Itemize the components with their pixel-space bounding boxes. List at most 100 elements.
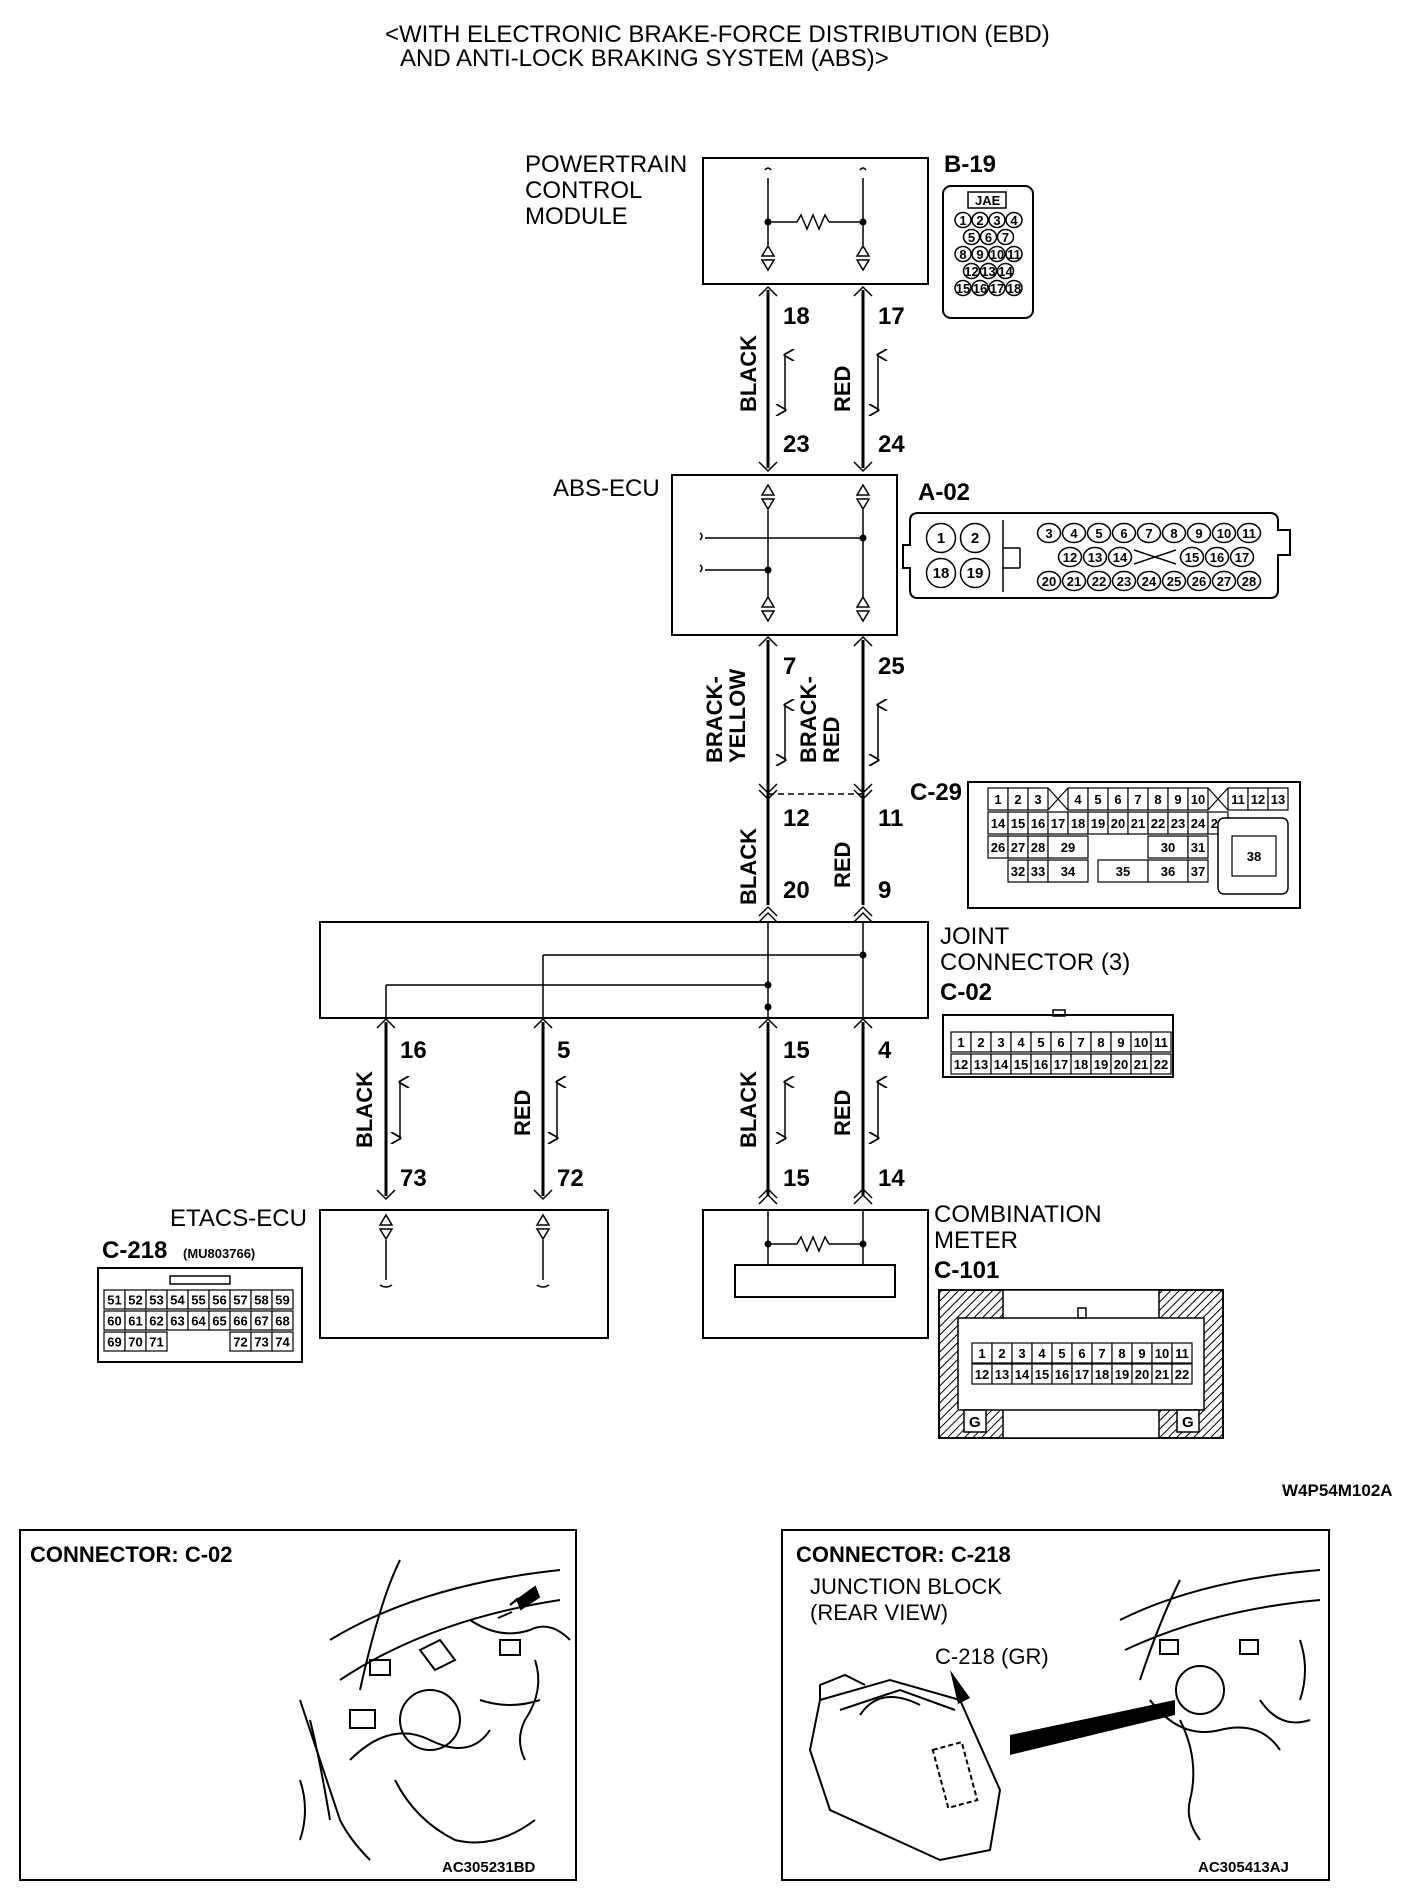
svg-text:67: 67 bbox=[254, 1314, 268, 1329]
b19-pin-5: 5 bbox=[962, 228, 981, 246]
dashboard-illustration-left bbox=[299, 1559, 571, 1861]
c218-pin-57: 57 bbox=[229, 1289, 252, 1310]
c29-pin-31: 31 bbox=[1187, 835, 1209, 859]
c02-pin-4: 4 bbox=[1010, 1031, 1032, 1053]
svg-text:24: 24 bbox=[1142, 574, 1157, 589]
svg-text:59: 59 bbox=[275, 1293, 289, 1308]
svg-text:17: 17 bbox=[1051, 816, 1065, 831]
a02-pin-17: 17 bbox=[1229, 546, 1255, 568]
svg-text:22: 22 bbox=[1092, 574, 1106, 589]
c101-pin-3: 3 bbox=[1011, 1342, 1033, 1364]
pin-pcm-17: 17 bbox=[878, 303, 905, 330]
junction-block-illustration bbox=[808, 1673, 1002, 1862]
panel-right-sub-2: (REAR VIEW) bbox=[810, 1600, 948, 1625]
b19-pin-13: 13 bbox=[979, 262, 998, 280]
meter-box bbox=[702, 1209, 929, 1339]
svg-text:13: 13 bbox=[974, 1057, 988, 1072]
pin-c29-12: 12 bbox=[783, 805, 810, 832]
pin-c29-20: 20 bbox=[783, 877, 810, 904]
svg-text:26: 26 bbox=[991, 840, 1005, 855]
svg-text:57: 57 bbox=[233, 1293, 247, 1308]
svg-text:69: 69 bbox=[107, 1335, 121, 1350]
svg-text:11: 11 bbox=[1175, 1346, 1189, 1361]
c218-pin-56: 56 bbox=[208, 1289, 231, 1310]
c101-pin-9: 9 bbox=[1131, 1342, 1153, 1364]
svg-text:8: 8 bbox=[1118, 1346, 1125, 1361]
svg-text:71: 71 bbox=[149, 1335, 163, 1350]
svg-text:4: 4 bbox=[1074, 792, 1082, 807]
a02-pin-2: 2 bbox=[959, 522, 991, 554]
c218-pin-53: 53 bbox=[145, 1289, 168, 1310]
svg-text:1: 1 bbox=[937, 530, 945, 547]
b19-pin-7: 7 bbox=[996, 228, 1015, 246]
c101-pin-7: 7 bbox=[1091, 1342, 1113, 1364]
svg-text:20: 20 bbox=[1135, 1367, 1149, 1382]
abs-terminal-bot-right-icon bbox=[855, 595, 871, 623]
a02-pin-19: 19 bbox=[959, 557, 991, 589]
svg-text:1: 1 bbox=[957, 1035, 964, 1050]
c02-pin-6: 6 bbox=[1050, 1031, 1072, 1053]
c218-pin-63: 63 bbox=[166, 1310, 189, 1331]
c02-pin-22: 22 bbox=[1150, 1053, 1172, 1075]
svg-text:5: 5 bbox=[1037, 1035, 1044, 1050]
c29-pin-21: 21 bbox=[1127, 811, 1149, 835]
panel-left-frame bbox=[19, 1529, 577, 1881]
svg-text:35: 35 bbox=[1116, 864, 1130, 879]
c101-pin-22: 22 bbox=[1171, 1363, 1193, 1385]
svg-text:38: 38 bbox=[1247, 849, 1261, 864]
abs-terminal-bot-left-icon bbox=[760, 595, 776, 623]
b19-pin-17: 17 bbox=[988, 279, 1006, 297]
svg-text:25: 25 bbox=[1167, 574, 1181, 589]
svg-text:18: 18 bbox=[933, 565, 950, 582]
svg-text:12: 12 bbox=[964, 264, 978, 279]
c101-pin-19: 19 bbox=[1111, 1363, 1133, 1385]
c101-pin-13: 13 bbox=[991, 1363, 1013, 1385]
c02-pin-18: 18 bbox=[1070, 1053, 1092, 1075]
c02-pin-8: 8 bbox=[1090, 1031, 1112, 1053]
b19-pin-12: 12 bbox=[962, 262, 981, 280]
svg-text:56: 56 bbox=[212, 1293, 226, 1308]
c218-pin-61: 61 bbox=[124, 1310, 147, 1331]
svg-text:5: 5 bbox=[1095, 526, 1102, 541]
c101-pin-15: 15 bbox=[1031, 1363, 1053, 1385]
svg-text:13: 13 bbox=[981, 264, 995, 279]
diagram-code: W4P54M102A bbox=[1282, 1481, 1393, 1500]
diagram-title-line2: AND ANTI-LOCK BRAKING SYSTEM (ABS)> bbox=[400, 45, 889, 72]
c02-pin-3: 3 bbox=[990, 1031, 1012, 1053]
svg-text:6: 6 bbox=[1120, 526, 1127, 541]
svg-text:52: 52 bbox=[128, 1293, 142, 1308]
c101-ground-left: G bbox=[969, 1414, 981, 1431]
svg-text:68: 68 bbox=[275, 1314, 289, 1329]
a02-pin-4: 4 bbox=[1061, 522, 1087, 544]
c101-pin-17: 17 bbox=[1071, 1363, 1093, 1385]
c02-pin-11: 11 bbox=[1150, 1031, 1172, 1053]
wire-color-black-3: BLACK bbox=[352, 1071, 377, 1148]
c218-pin-72: 72 bbox=[229, 1331, 252, 1352]
svg-text:13: 13 bbox=[1088, 550, 1102, 565]
svg-text:9: 9 bbox=[1117, 1035, 1124, 1050]
pin-abs-24: 24 bbox=[878, 431, 905, 458]
b19-pin-15: 15 bbox=[954, 279, 972, 297]
a02-pin-14: 14 bbox=[1107, 546, 1133, 568]
c29-pin-13: 13 bbox=[1267, 787, 1289, 811]
c101-pin-11: 11 bbox=[1171, 1342, 1193, 1364]
b19-pin-16: 16 bbox=[971, 279, 989, 297]
a02-pin-27: 27 bbox=[1211, 570, 1237, 592]
c02-pin-21: 21 bbox=[1130, 1053, 1152, 1075]
svg-text:14: 14 bbox=[998, 264, 1013, 279]
svg-text:18: 18 bbox=[1071, 816, 1085, 831]
c101-pin-4: 4 bbox=[1031, 1342, 1053, 1364]
svg-text:7: 7 bbox=[1077, 1035, 1084, 1050]
svg-text:5: 5 bbox=[968, 230, 975, 245]
c29-pin-27: 27 bbox=[1007, 835, 1029, 859]
svg-text:6: 6 bbox=[1057, 1035, 1064, 1050]
a02-pin-7: 7 bbox=[1136, 522, 1162, 544]
pin-c101-15: 15 bbox=[783, 1165, 810, 1192]
svg-text:14: 14 bbox=[991, 816, 1006, 831]
view-direction-wedge bbox=[1010, 1700, 1175, 1755]
panel-right-title: CONNECTOR: C-218 bbox=[796, 1542, 1011, 1567]
svg-text:9: 9 bbox=[1138, 1346, 1145, 1361]
